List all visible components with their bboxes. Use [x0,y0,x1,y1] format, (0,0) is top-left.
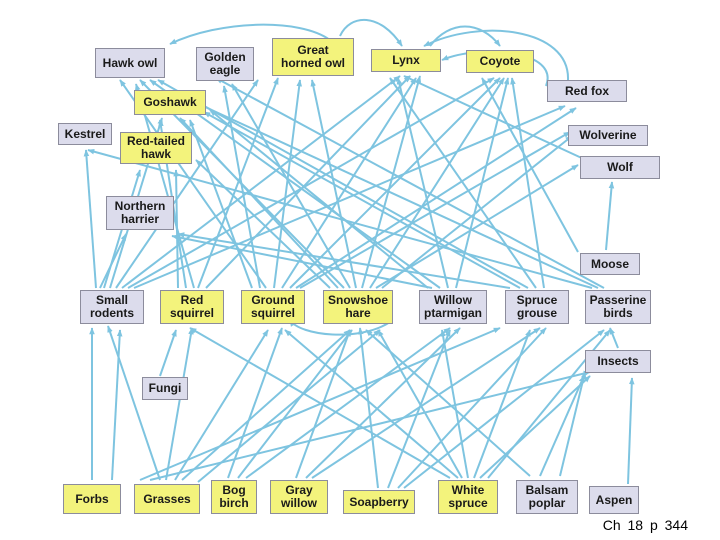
feeding-arrow [139,327,501,481]
feeding-arrow [479,375,591,479]
feeding-arrow [473,329,531,479]
node-aspen: Aspen [589,486,639,514]
feeding-arrow [387,329,451,489]
feeding-arrow [231,83,351,289]
node-grasses: Grasses [134,484,200,514]
feeding-arrow [403,329,605,489]
feeding-arrow [195,159,331,289]
node-red-squirrel: Red squirrel [160,290,224,324]
node-soapberry: Soapberry [343,490,415,514]
node-northern-harrier: Northern harrier [106,196,174,230]
node-lynx: Lynx [371,49,441,72]
feeding-arrow [605,181,615,251]
feeding-arrow [197,329,381,483]
feeding-arrow-curved [339,19,403,47]
feeding-arrow-curved [169,23,331,45]
feeding-arrow [203,111,521,289]
feeding-arrow [609,327,619,349]
feeding-arrow [361,75,422,289]
feeding-arrow [403,75,587,161]
feeding-arrow [149,370,591,481]
feeding-arrow-curved [429,25,501,47]
feeding-arrow [107,325,161,481]
feeding-arrow [311,327,541,479]
node-insects: Insects [585,350,651,373]
feeding-arrow [189,99,599,289]
feeding-arrow [375,164,579,289]
feeding-arrow [159,329,177,377]
node-forbs: Forbs [63,484,121,514]
node-red-fox: Red fox [547,80,627,102]
feeding-arrow [127,77,495,289]
node-small-rodents: Small rodents [80,290,144,324]
feeding-arrow [209,109,429,289]
feeding-arrow [284,329,459,479]
feeding-arrow [115,79,259,289]
node-wolverine: Wolverine [568,125,648,146]
node-gray-willow: Gray willow [270,480,328,514]
feeding-arrow-curved [423,29,570,81]
node-spruce-grouse: Spruce grouse [505,290,569,324]
feeding-arrow-curved [289,319,391,336]
feeding-arrow [381,135,573,289]
node-fungi: Fungi [142,377,188,400]
node-hawk-owl: Hawk owl [95,48,165,78]
feeding-arrow [227,327,283,479]
feeding-arrow [181,329,351,481]
node-ground-squirrel: Ground squirrel [241,290,305,324]
feeding-arrow [396,77,449,289]
node-goshawk: Goshawk [134,90,206,115]
feeding-arrow [165,327,194,481]
feeding-arrow [377,329,463,479]
node-snowshoe-hare: Snowshoe hare [323,290,393,324]
feeding-arrow [481,77,579,253]
feeding-arrow [87,148,593,289]
feeding-arrow [627,377,635,485]
node-moose: Moose [580,253,640,275]
node-coyote: Coyote [466,50,534,73]
feeding-arrow [357,327,379,489]
node-kestrel: Kestrel [58,123,112,145]
feeding-arrow [273,79,302,289]
feeding-arrow [389,77,537,289]
feeding-arrow [365,329,531,477]
node-great-horned-owl: Great horned owl [272,38,354,76]
feeding-arrow [440,329,469,479]
feeding-arrow [121,75,401,289]
feeding-arrow [189,119,253,289]
node-white-spruce: White spruce [438,480,498,514]
feeding-arrow [305,327,461,479]
node-balsam-poplar: Balsam poplar [516,480,578,514]
node-red-tailed-hawk: Red-tailed hawk [120,132,192,164]
feeding-arrow [171,234,433,289]
feeding-arrow [289,77,501,289]
feeding-arrow [539,375,585,477]
node-passerine-birds: Passerine birds [585,290,651,324]
node-bog-birch: Bog birch [211,480,257,514]
page-reference-caption: Ch 18 p 344 [602,517,688,533]
feeding-arrow [177,232,511,289]
feeding-arrow [559,371,587,477]
feeding-arrow [83,149,97,289]
feeding-arrow [245,327,451,479]
node-wolf: Wolf [580,156,660,179]
feeding-arrow [215,77,605,289]
feeding-arrow [197,77,279,289]
feeding-arrow [174,329,269,481]
node-golden-eagle: Golden eagle [196,47,254,81]
node-willow-ptarmigan: Willow ptarmigan [419,290,487,324]
